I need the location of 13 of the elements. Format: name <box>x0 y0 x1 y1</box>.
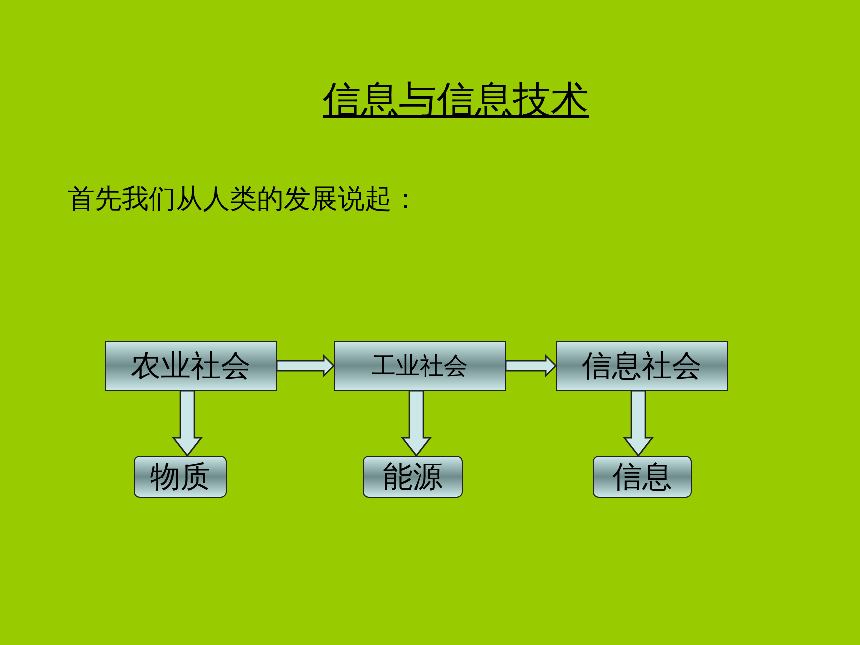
rounded-box: 能源 <box>363 456 463 498</box>
society-box: 信息社会 <box>556 341 728 391</box>
block-arrow <box>505 354 558 378</box>
society-box: 农业社会 <box>105 341 277 391</box>
slide-title: 信息与信息技术 <box>323 77 589 124</box>
rounded-box: 物质 <box>134 456 227 498</box>
intro-text: 首先我们从人类的发展说起： <box>68 183 419 217</box>
society-box: 工业社会 <box>334 341 506 391</box>
block-arrow <box>623 390 654 458</box>
block-arrow <box>172 390 204 458</box>
block-arrow <box>276 354 336 378</box>
rounded-box: 信息 <box>593 456 692 498</box>
block-arrow <box>401 390 432 458</box>
